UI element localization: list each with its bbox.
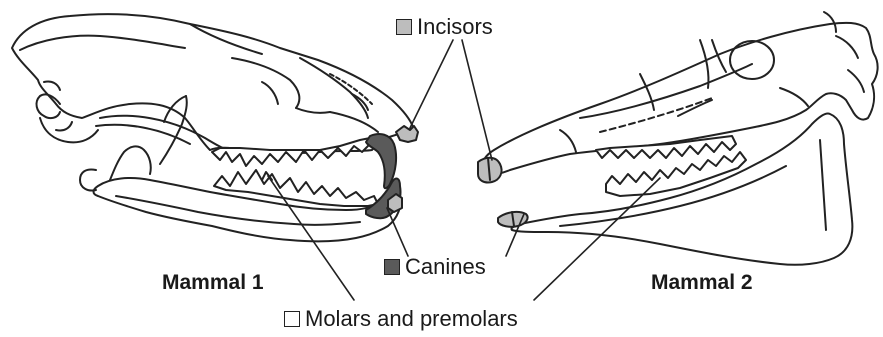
mammal-2-lower-molars [606, 152, 746, 196]
incisors-swatch [396, 19, 412, 35]
leader-incisors-1 [410, 40, 453, 128]
mammal-1-lower-molars [214, 170, 378, 206]
leader-molars-2 [534, 178, 660, 300]
legend-molars: Molars and premolars [284, 308, 518, 330]
mammal-1-upper-incisors [396, 126, 418, 142]
canines-label: Canines [405, 254, 486, 279]
mammal-1-upper-molars [212, 138, 370, 166]
mammal-2-upper-molars [596, 136, 736, 158]
canines-swatch [384, 259, 400, 275]
molars-label: Molars and premolars [305, 306, 518, 331]
incisors-label: Incisors [417, 14, 493, 39]
mammal-1-skull [12, 14, 418, 241]
leader-incisors-2 [462, 40, 492, 160]
mammal-1-label: Mammal 1 [162, 272, 264, 293]
mammal-1-upper-canine [366, 134, 396, 188]
legend-canines: Canines [384, 256, 486, 278]
mammal-2-label: Mammal 2 [651, 272, 753, 293]
molars-swatch [284, 311, 300, 327]
legend-incisors: Incisors [396, 16, 493, 38]
mammal-2-skull [478, 12, 878, 265]
